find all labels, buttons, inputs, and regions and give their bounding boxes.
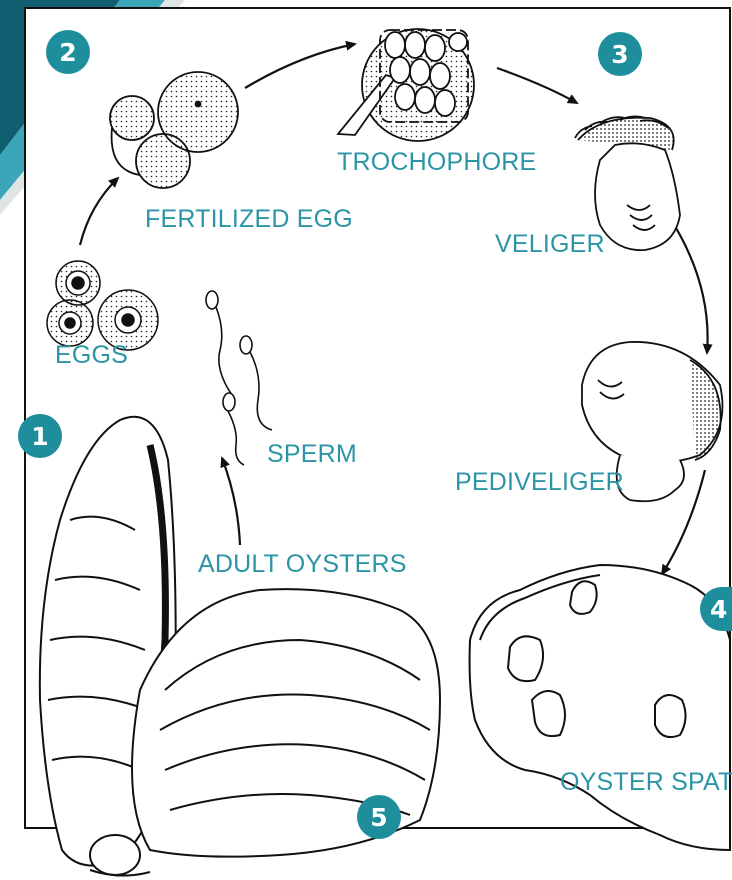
label-veliger: VELIGER <box>495 232 605 257</box>
stage-badge-2: 2 <box>46 30 90 74</box>
label-oyster-spat: OYSTER SPAT <box>560 770 732 795</box>
label-fertilized-egg: FERTILIZED EGG <box>145 207 353 232</box>
label-adult-oysters: ADULT OYSTERS <box>198 552 407 577</box>
label-pediveliger: PEDIVELIGER <box>455 470 624 495</box>
label-sperm: SPERM <box>267 442 357 467</box>
label-eggs: EGGS <box>55 343 128 368</box>
stage-badge-5: 5 <box>357 795 401 839</box>
stage-badge-3: 3 <box>598 32 642 76</box>
stage-badge-1: 1 <box>18 414 62 458</box>
label-trochophore: TROCHOPHORE <box>337 150 536 175</box>
